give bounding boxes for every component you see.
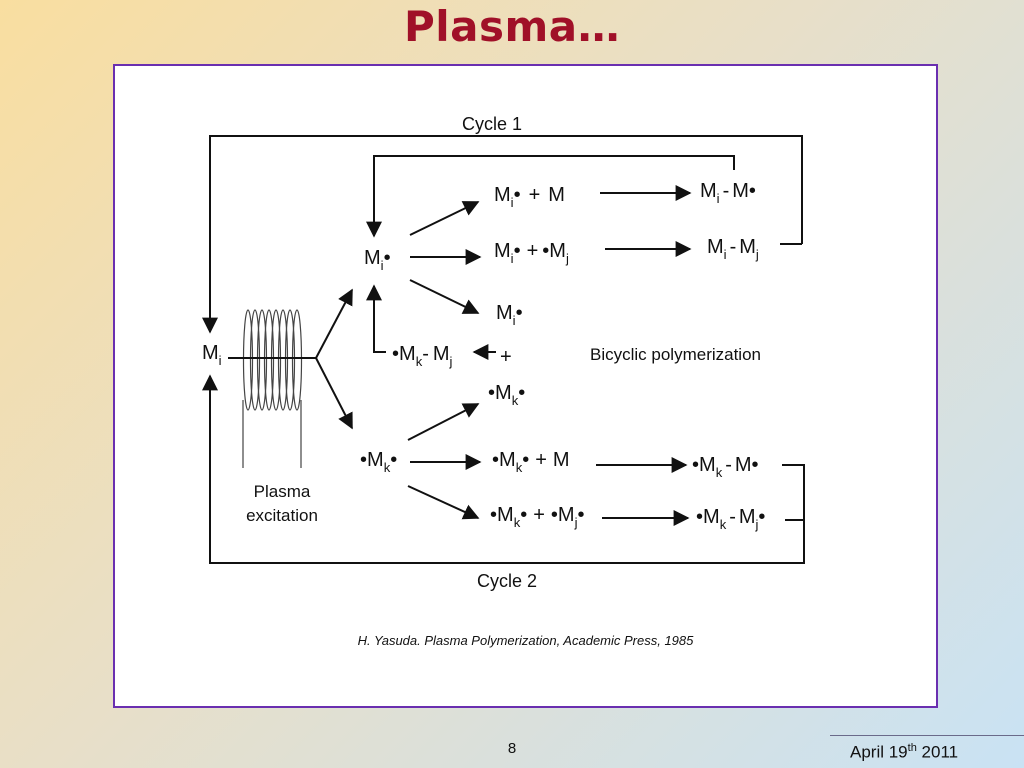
product-mi-m-radical: Mi-M• <box>700 180 756 206</box>
product-mk-radical-mj: •Mk-Mj <box>392 343 453 369</box>
cycle1-label: Cycle 1 <box>462 114 522 134</box>
reaction-mk-radical-plus-mj-radical: •Mk•+•Mj• <box>490 504 584 530</box>
slide-date: April 19th 2011 <box>850 742 959 762</box>
slide-title: Plasma… <box>403 2 621 51</box>
page-number: 8 <box>507 740 517 757</box>
plasma-label-1: Plasma <box>254 482 311 501</box>
species-mi-radical: Mi• <box>364 247 391 273</box>
reaction-mk-radical-plus-m: •Mk•+M <box>492 449 570 475</box>
cycle2-label: Cycle 2 <box>477 571 537 591</box>
reaction-mi-radical-plus-m: Mi•+M <box>494 184 565 210</box>
species-mk-radical: •Mk• <box>360 449 397 475</box>
footer-divider <box>830 735 1024 736</box>
product-mk-m-radical: •Mk-M• <box>692 454 759 480</box>
reaction-mi-radical-plus-mj-radical: Mi•+•Mj <box>494 240 569 266</box>
species-mi-source: Mi <box>202 342 222 368</box>
citation: H. Yasuda. Plasma Polymerization, Academ… <box>357 633 694 648</box>
product-mi-mj: Mi-Mj <box>707 236 759 262</box>
species-mi-radical-2: Mi• <box>496 302 523 328</box>
species-mk-radical-2: •Mk• <box>488 382 525 408</box>
cycle-loop-lines <box>202 135 805 564</box>
cycle1-inner-loop <box>366 155 735 238</box>
cycle2-loop <box>202 374 805 564</box>
plus-sign: + <box>500 346 512 368</box>
product-mk-mj-radical: •Mk-Mj• <box>696 506 765 532</box>
feedback-loop <box>366 284 386 353</box>
reaction-arrows <box>315 185 692 526</box>
plasma-label-2: excitation <box>246 506 318 525</box>
diagram-frame <box>113 64 938 708</box>
plasma-coil-icon <box>242 309 303 468</box>
bicyclic-label: Bicyclic polymerization <box>590 345 761 364</box>
cycle1-outer-loop <box>202 135 803 334</box>
